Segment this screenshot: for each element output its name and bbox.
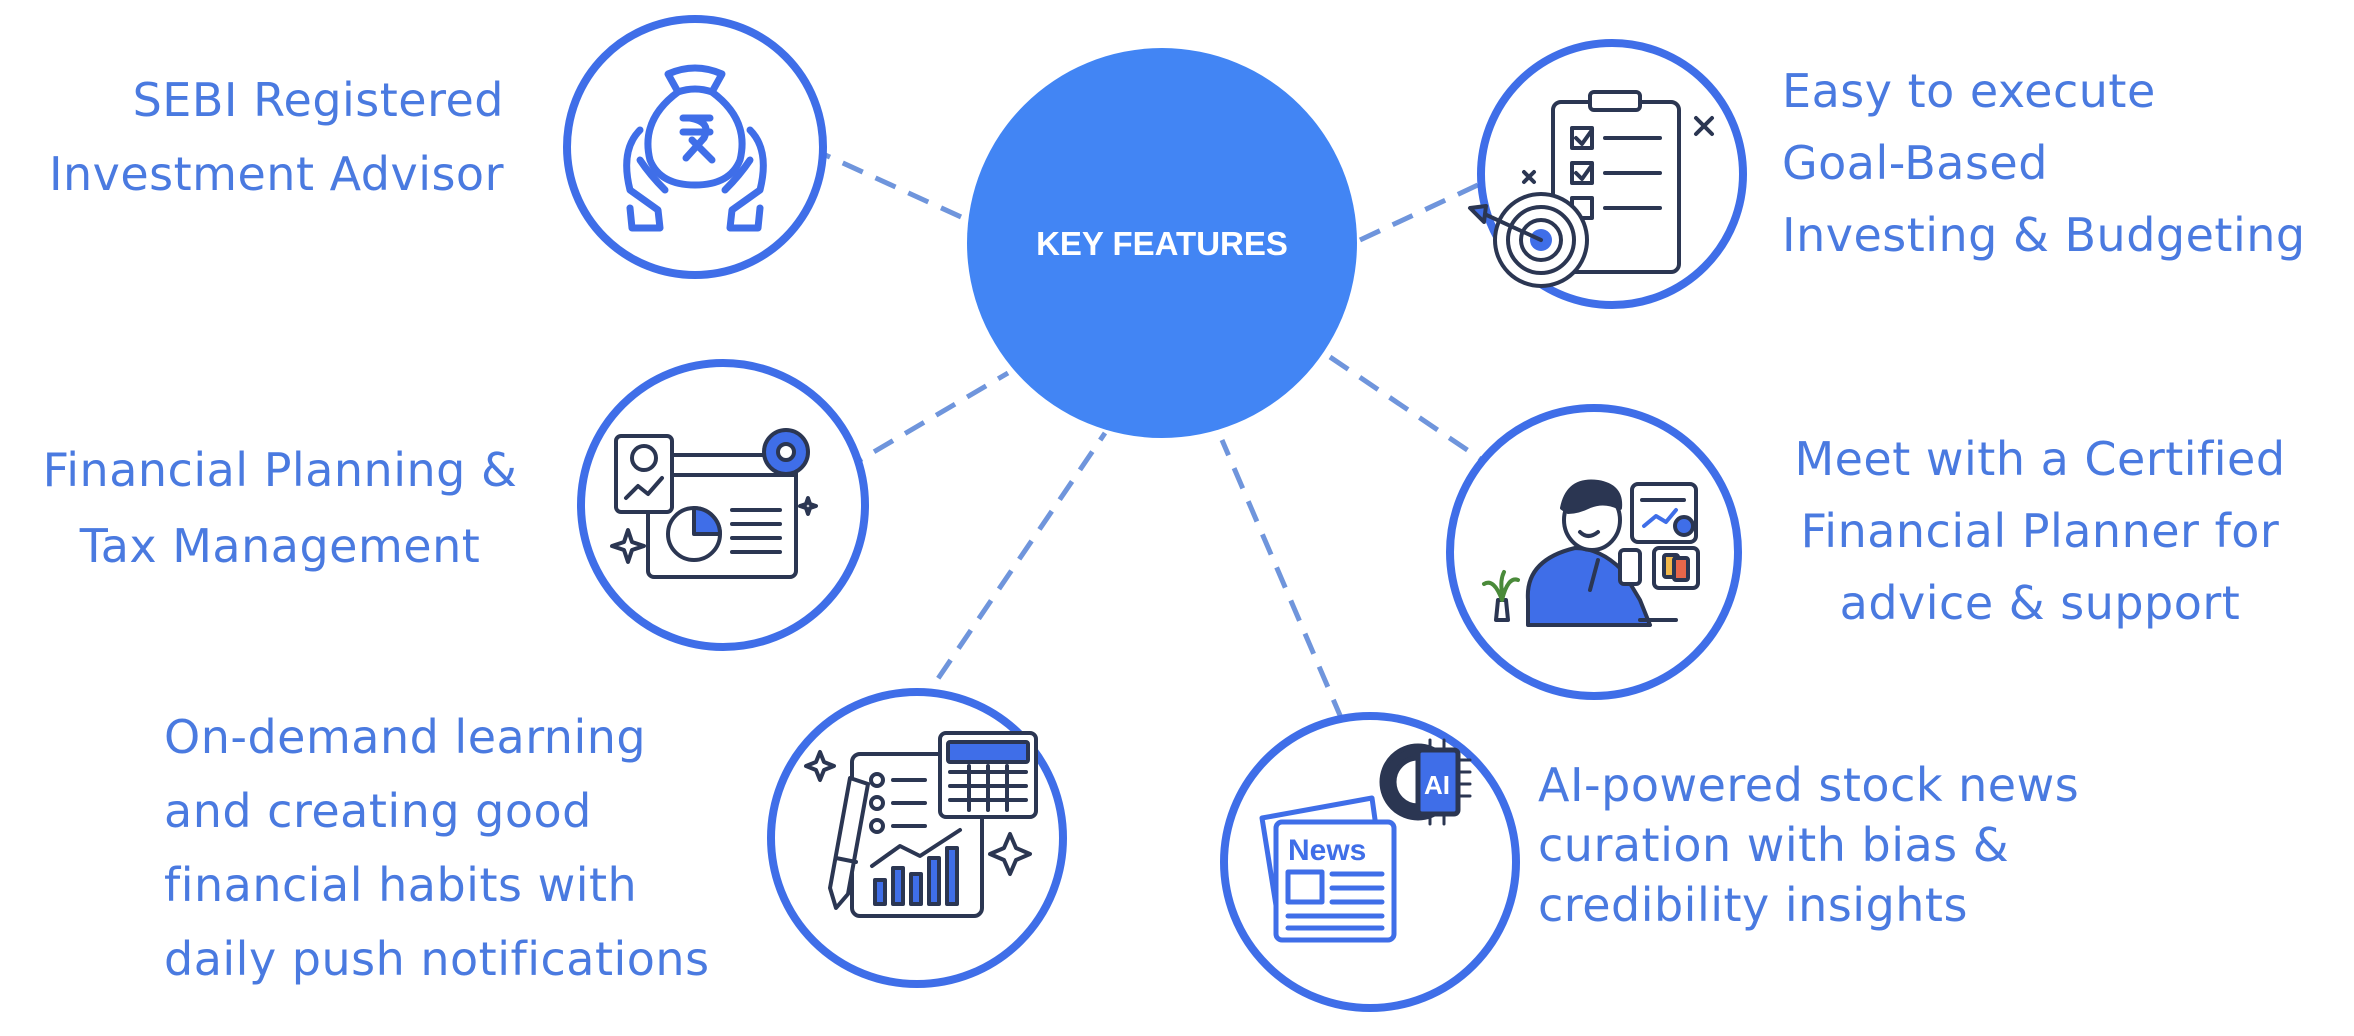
feature-label-planner: Meet with a Certified Financial Planner … [1770, 423, 2310, 639]
connectors [808, 145, 1512, 721]
feature-line: Goal-Based [1782, 136, 2048, 190]
feature-line: curation with bias & [1538, 818, 2010, 872]
dashboard-chart-icon [610, 428, 818, 579]
ai-news-icon: News AI [1259, 738, 1472, 943]
feature-line: On-demand learning [164, 710, 647, 764]
news-badge-text: News [1288, 834, 1366, 867]
feature-line: Tax Management [79, 519, 481, 573]
feature-line: Financial Planner for [1800, 504, 2280, 558]
ai-chip-text: AI [1424, 770, 1450, 800]
feature-line: Financial Planning & [42, 443, 518, 497]
feature-label-sebi: SEBI Registered Investment Advisor [49, 63, 504, 211]
feature-line: Meet with a Certified [1794, 432, 2286, 486]
connector-planner [1328, 354, 1487, 465]
connector-goal [1358, 167, 1512, 243]
planner-person-icon [1482, 479, 1700, 627]
feature-label-learning: On-demand learning and creating good fin… [164, 700, 710, 996]
connector-news [1219, 439, 1345, 721]
hands-money-bag-icon [623, 64, 767, 232]
calculator-chart-icon [804, 731, 1038, 918]
feature-label-goal: Easy to execute Goal-Based Investing & B… [1782, 55, 2306, 271]
feature-line: daily push notifications [164, 932, 710, 986]
feature-line: and creating good [164, 784, 592, 838]
feature-line: credibility insights [1538, 878, 1968, 932]
feature-line: Investing & Budgeting [1782, 208, 2306, 262]
hub-circle [967, 48, 1357, 438]
feature-line: financial habits with [164, 858, 638, 912]
feature-line: Easy to execute [1782, 64, 2156, 118]
feature-line: SEBI Registered [132, 73, 504, 127]
clipboard-target-icon [1468, 90, 1714, 288]
feature-label-news: AI-powered stock news curation with bias… [1538, 755, 2079, 935]
feature-line: Investment Advisor [48, 147, 504, 201]
connector-planning [841, 370, 1010, 473]
hub-title: KEY FEATURES [1036, 225, 1288, 262]
feature-label-planning: Financial Planning & Tax Management [20, 432, 540, 584]
connector-learning [915, 431, 1108, 710]
feature-line: advice & support [1839, 576, 2241, 630]
feature-line: AI-powered stock news [1538, 758, 2080, 812]
